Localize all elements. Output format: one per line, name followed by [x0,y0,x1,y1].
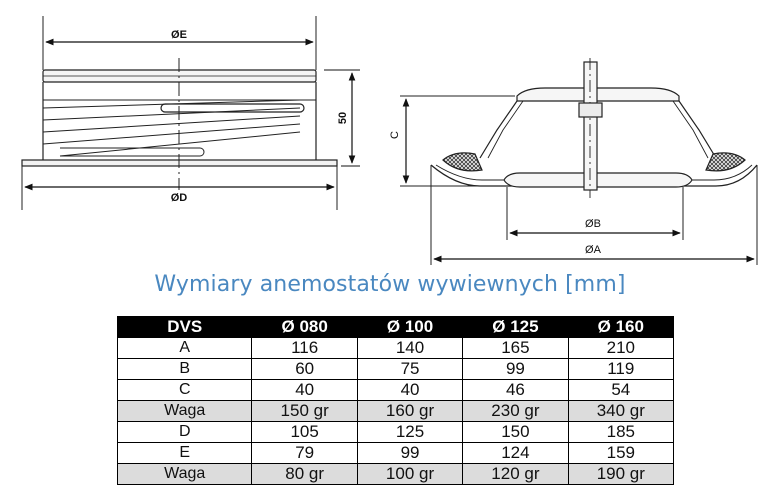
table-cell: 140 [356,337,464,359]
label-a-diameter: ØA [585,244,602,256]
row-label: Waga [116,400,253,422]
header-size-080: Ø 080 [251,316,358,338]
header-size-100: Ø 100 [356,316,464,338]
row-label: B [116,358,253,380]
table-row: Waga 150 gr 160 gr 230 gr 340 gr [116,400,675,422]
dimensions-table: DVS Ø 080 Ø 100 Ø 125 Ø 160 A 116 140 16… [116,316,675,485]
table-cell: 100 gr [356,463,464,485]
dimension-outer-diameter: ØA [433,244,755,263]
table-cell: 46 [462,379,569,401]
row-label: C [116,379,253,401]
section-view-drawing [400,58,758,265]
header-size-125: Ø 125 [462,316,569,338]
table-cell: 159 [567,442,675,464]
table-row: D 105 125 150 185 [116,421,675,443]
table-cell: 150 gr [251,400,358,422]
technical-drawing: ØE ØD 50 [21,16,758,265]
table-cell: 340 gr [567,400,675,422]
table-cell: 210 [567,337,675,359]
table-row: C 40 40 46 54 [116,379,675,401]
table-cell: 80 gr [251,463,358,485]
table-cell: 160 gr [356,400,464,422]
label-d-diameter: ØD [171,192,188,204]
table-row: Waga 80 gr 100 gr 120 gr 190 gr [116,463,675,485]
table-cell: 150 [462,421,569,443]
row-label: D [116,421,253,443]
table-cell: 40 [251,379,358,401]
row-label: A [116,337,253,359]
table-cell: 185 [567,421,675,443]
dimension-height-c: C [389,98,410,184]
table-cell: 79 [251,442,358,464]
header-model: DVS [116,316,253,338]
dimension-height: 50 [324,69,360,167]
table-caption: Wymiary anemostatów wywiewnych [mm] [154,272,626,297]
table-row: E 79 99 124 159 [116,442,675,464]
side-view-drawing [21,16,338,210]
label-height-50: 50 [337,112,349,124]
table-cell: 124 [462,442,569,464]
table-row: B 60 75 99 119 [116,358,675,380]
table-cell: 165 [462,337,569,359]
table-cell: 60 [251,358,358,380]
table-cell: 125 [356,421,464,443]
table-cell: 54 [567,379,675,401]
table-cell: 75 [356,358,464,380]
dimension-inner-diameter: ØB [509,218,681,237]
label-c: C [389,131,401,139]
table-cell: 40 [356,379,464,401]
table-cell: 105 [251,421,358,443]
table-header-row: DVS Ø 080 Ø 100 Ø 125 Ø 160 [116,316,675,338]
dimension-bottom-diameter: ØD [24,183,335,204]
dimension-top-diameter: ØE [45,29,314,46]
label-b-diameter: ØB [585,218,601,230]
row-label: Waga [116,463,253,485]
table-cell: 99 [356,442,464,464]
label-e-diameter: ØE [171,29,187,41]
table-cell: 230 gr [462,400,569,422]
row-label: E [116,442,253,464]
table-cell: 116 [251,337,358,359]
table-cell: 119 [567,358,675,380]
table-cell: 190 gr [567,463,675,485]
table-cell: 99 [462,358,569,380]
table-row: A 116 140 165 210 [116,337,675,359]
table-cell: 120 gr [462,463,569,485]
header-size-160: Ø 160 [567,316,675,338]
